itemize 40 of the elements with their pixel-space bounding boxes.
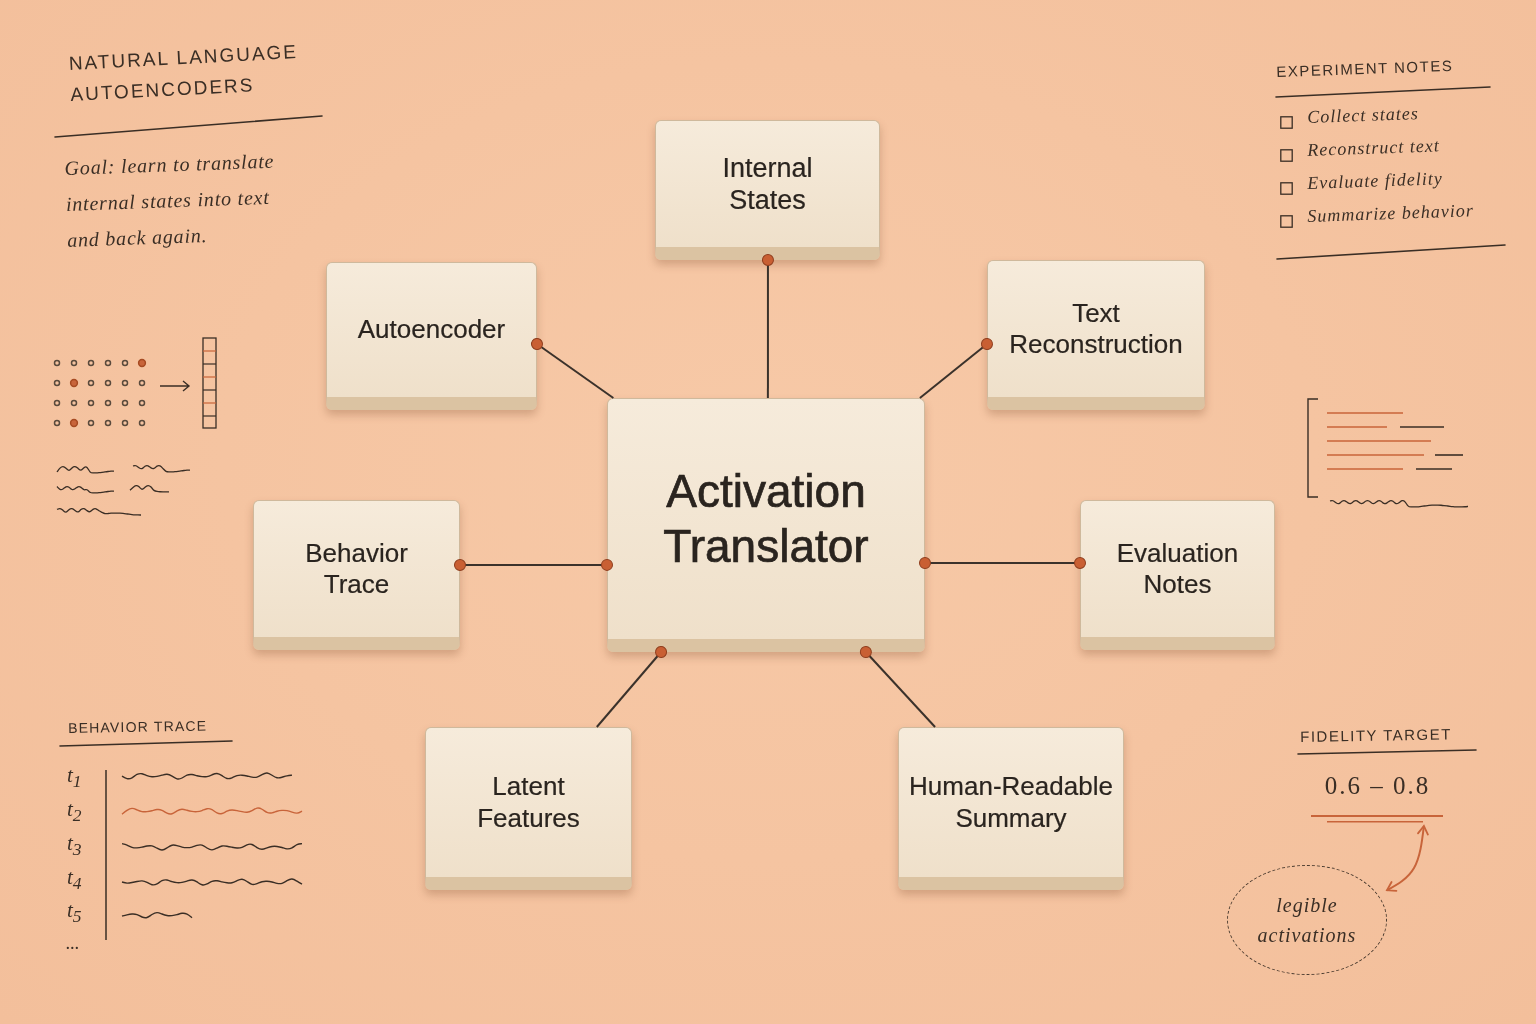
row-label: t$_{3}$ <box>67 832 82 860</box>
node-label: Text Reconstruction <box>1008 297 1184 361</box>
heading-text: NATURAL LANGUAGE AUTOENCODERS <box>68 40 300 107</box>
checklist-item: Evaluate fidelity <box>1307 169 1444 194</box>
checklist-item: Collect states <box>1307 104 1420 128</box>
node-label: Activation Translator <box>662 463 870 574</box>
node-label: Evaluation Notes <box>1115 537 1240 601</box>
row-label: t$_{5}$ <box>67 899 82 927</box>
node-label: Internal States <box>721 151 814 217</box>
ellipse-label: legible activations <box>1256 893 1358 948</box>
connector-line <box>761 254 774 399</box>
node-label: Autoencoder <box>357 314 506 346</box>
connector-line <box>454 558 613 571</box>
double-arrow <box>1386 825 1429 892</box>
process-box <box>1080 500 1275 650</box>
process-box <box>898 727 1124 890</box>
node-label: Human-Readable Summary <box>908 771 1114 834</box>
heading-text: BEHAVIOR TRACE <box>68 718 208 737</box>
note-text: Goal: learn to translate internal states into text and back again. <box>64 148 276 253</box>
row-label: t$_{2}$ <box>67 798 82 826</box>
row-label: t$_{1}$ <box>67 764 82 792</box>
process-box <box>253 500 460 650</box>
checklist-item: Summarize behavior <box>1307 201 1475 227</box>
connector-line <box>595 646 668 728</box>
node-label: Latent Features <box>476 771 581 834</box>
heading-text: EXPERIMENT NOTES <box>1276 57 1454 81</box>
connector-line <box>859 646 937 728</box>
process-box <box>987 260 1205 410</box>
connector-line <box>531 338 615 399</box>
connector-line <box>919 557 1086 570</box>
row-label: t$_{4}$ <box>67 866 82 894</box>
ellipsis-text: ... <box>66 934 80 954</box>
node-label: Behavior Trace <box>304 537 409 601</box>
central-box <box>607 398 925 652</box>
process-box <box>425 727 632 890</box>
heading-text: FIDELITY TARGET <box>1300 726 1452 746</box>
process-box <box>655 120 880 260</box>
connector-line <box>918 338 993 399</box>
checklist-item: Reconstruct text <box>1307 136 1441 161</box>
process-box <box>326 262 537 410</box>
